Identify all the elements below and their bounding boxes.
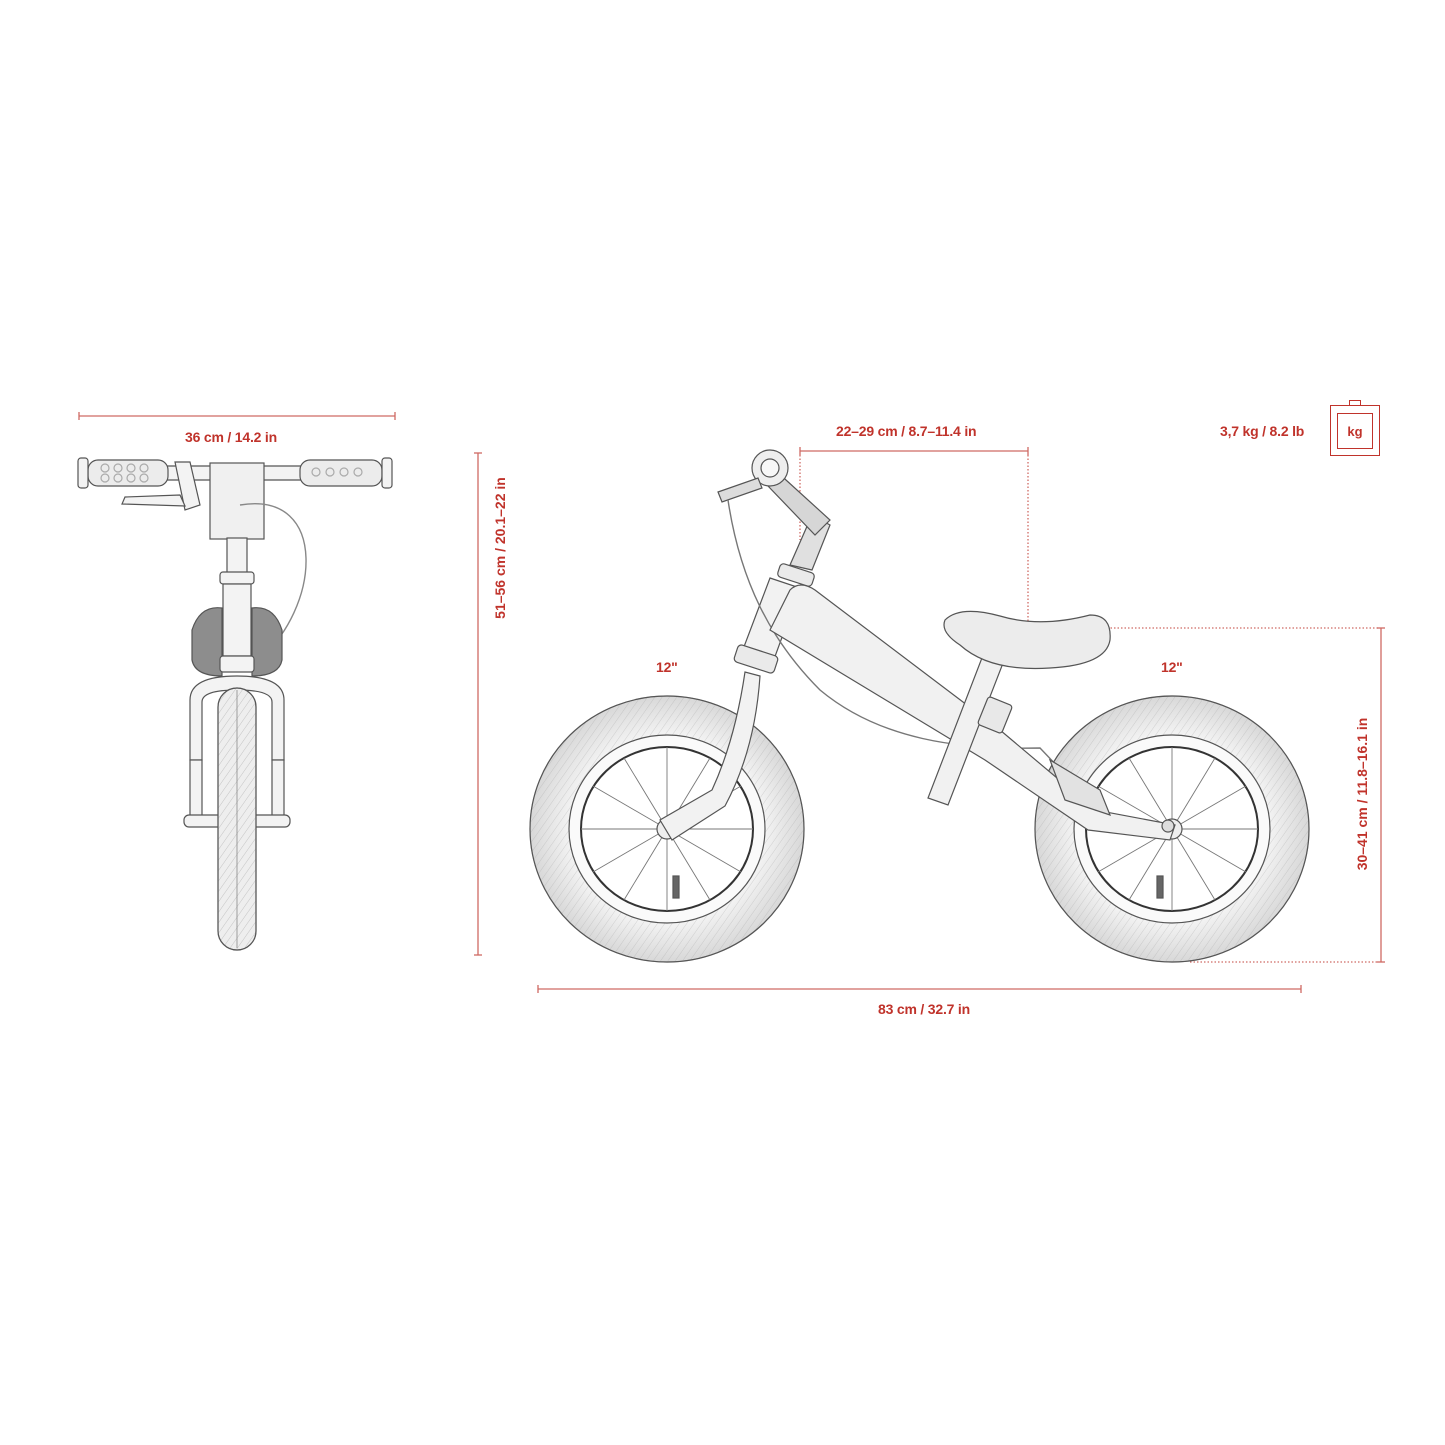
overall-length-label: 83 cm / 32.7 in (878, 1001, 970, 1017)
dimension-lines (78, 412, 1385, 993)
handlebar-width-label: 36 cm / 14.2 in (185, 429, 277, 445)
overall-height-label: 51–56 cm / 20.1–22 in (492, 477, 508, 619)
weight-icon-text: kg (1337, 413, 1373, 449)
seat-height-label: 30–41 cm / 11.8–16.1 in (1354, 717, 1370, 871)
front-view-bike (77, 457, 393, 951)
reach-label: 22–29 cm / 8.7–11.4 in (836, 423, 977, 439)
weight-label: 3,7 kg / 8.2 lb (1220, 423, 1305, 439)
side-view-bike (529, 449, 1310, 963)
weight-icon: kg (1330, 400, 1380, 456)
front-wheel-size-label: 12" (656, 659, 678, 675)
rear-wheel-size-label: 12" (1161, 659, 1183, 675)
